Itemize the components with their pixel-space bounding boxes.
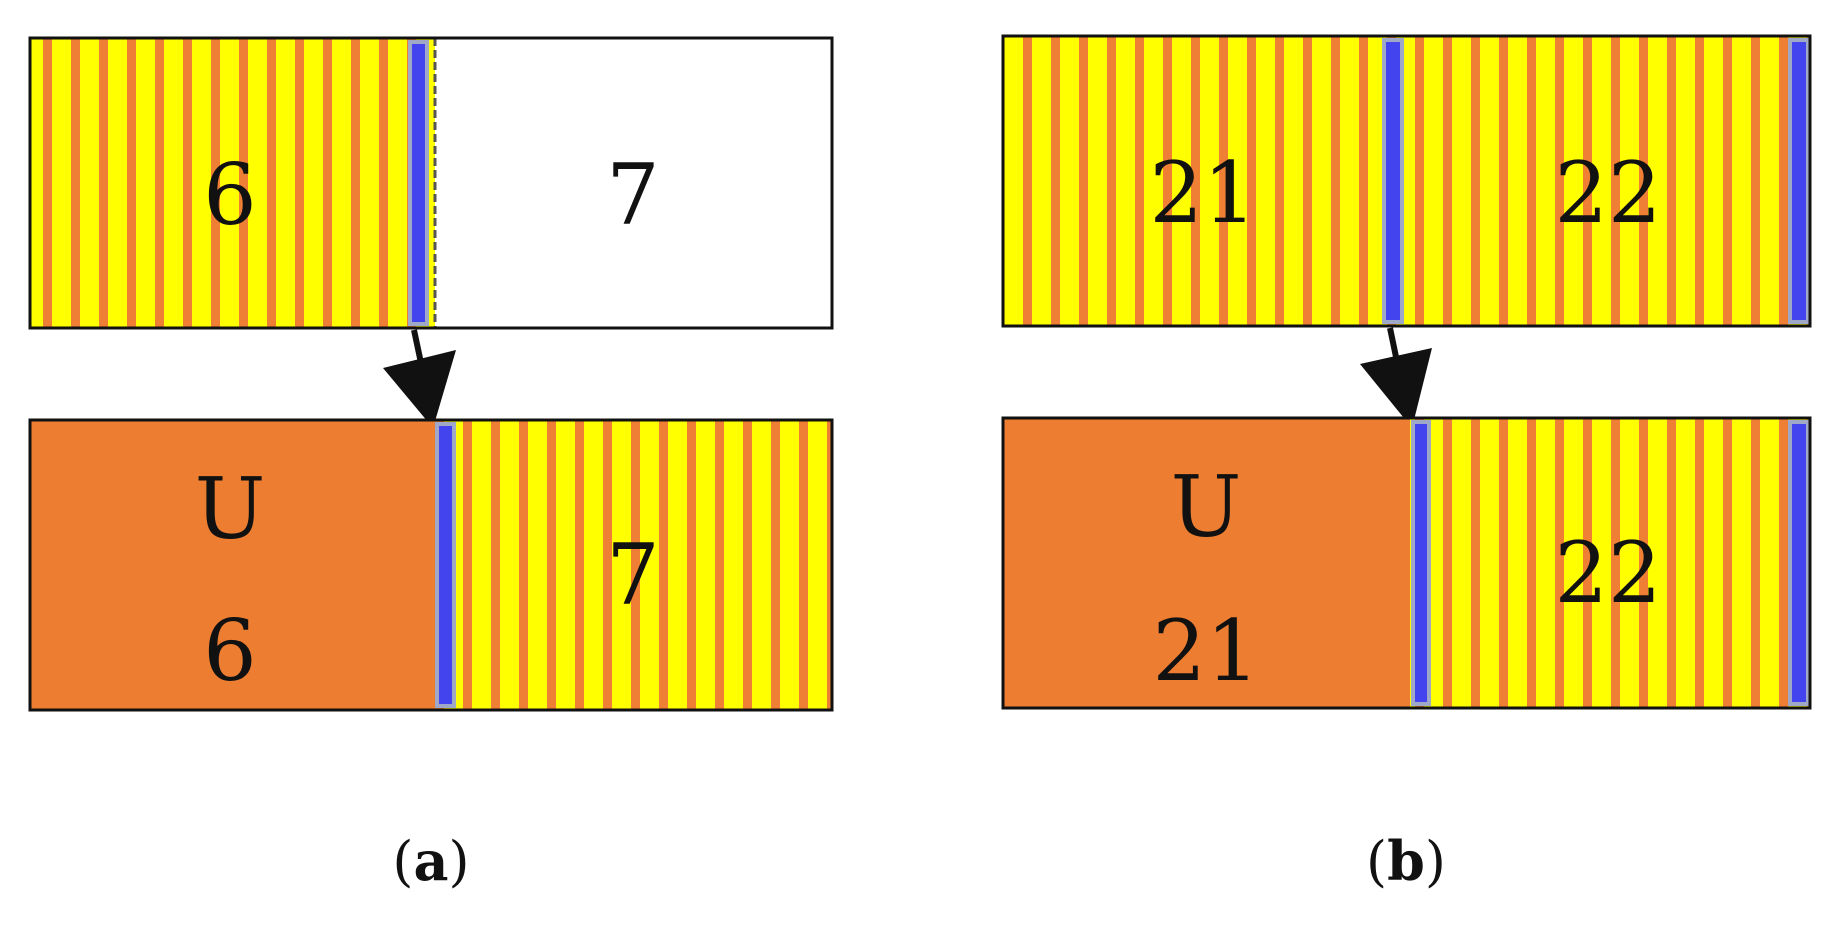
panel-b-after-row: U 21 22 bbox=[1001, 416, 1812, 710]
panel-b-before-right-label: 22 bbox=[1555, 144, 1662, 242]
panel-b-before-row: 21 22 bbox=[1001, 34, 1812, 328]
panel-b-caption-close: ) bbox=[1425, 830, 1446, 893]
panel-a-before-left-label: 6 bbox=[203, 146, 256, 244]
panel-b-caption: (b) bbox=[1366, 829, 1446, 893]
panel-a-arrow-head bbox=[383, 350, 456, 428]
panel-a-after-outline bbox=[28, 418, 834, 712]
panel-b-after-right-marker bbox=[1788, 420, 1810, 706]
panel-b-before-left-marker bbox=[1382, 38, 1404, 324]
panel-a-after-used-line2: 6 bbox=[203, 602, 256, 700]
panel-a-after-marker bbox=[435, 422, 456, 708]
panel-b-after-left-marker bbox=[1411, 420, 1431, 706]
panel-b-before-outline bbox=[1001, 34, 1812, 328]
panel-a-before-right-block bbox=[435, 38, 832, 328]
panel-a-before-left-block bbox=[30, 38, 435, 328]
panel-a-after-right-block bbox=[435, 420, 832, 710]
panel-b-after-right-label: 22 bbox=[1555, 524, 1662, 622]
panel-b-before-left-block bbox=[1003, 36, 1410, 326]
panel-a-before-outline bbox=[28, 36, 834, 330]
panel-b-after-used-block bbox=[1003, 418, 1410, 708]
panel-a-caption-close: ) bbox=[449, 830, 470, 893]
panel-a-caption: (a) bbox=[392, 829, 469, 893]
panel-b-caption-letter: b bbox=[1387, 829, 1425, 893]
panel-b-after-outline bbox=[1001, 416, 1812, 710]
panel-b-after-used-line2: 21 bbox=[1153, 602, 1260, 700]
panel-a-after-used-line1: U bbox=[195, 460, 266, 558]
panel-a-after-row: U 6 7 bbox=[28, 418, 834, 712]
panel-a-after-used-block bbox=[30, 420, 435, 710]
panel-a-caption-letter: a bbox=[414, 829, 449, 893]
panel-b: 21 22 U 21 22 (b) bbox=[1001, 34, 1812, 893]
panel-b-before-right-block bbox=[1410, 36, 1810, 326]
panel-b-after-right-block bbox=[1410, 418, 1810, 708]
panel-b-caption-open: ( bbox=[1366, 830, 1387, 893]
panel-a: 6 7 U 6 7 (a) bbox=[28, 36, 834, 893]
panel-b-before-left-label: 21 bbox=[1150, 144, 1257, 242]
panel-a-before-right-label: 7 bbox=[606, 146, 659, 244]
panel-b-after-used-line1: U bbox=[1171, 458, 1242, 556]
panel-b-before-right-marker bbox=[1788, 38, 1810, 324]
panel-a-caption-open: ( bbox=[392, 830, 413, 893]
panel-a-before-marker bbox=[408, 40, 429, 326]
panel-a-before-row: 6 7 bbox=[28, 36, 834, 330]
panel-a-after-right-label: 7 bbox=[606, 526, 659, 624]
panel-b-arrow-head bbox=[1360, 348, 1432, 428]
